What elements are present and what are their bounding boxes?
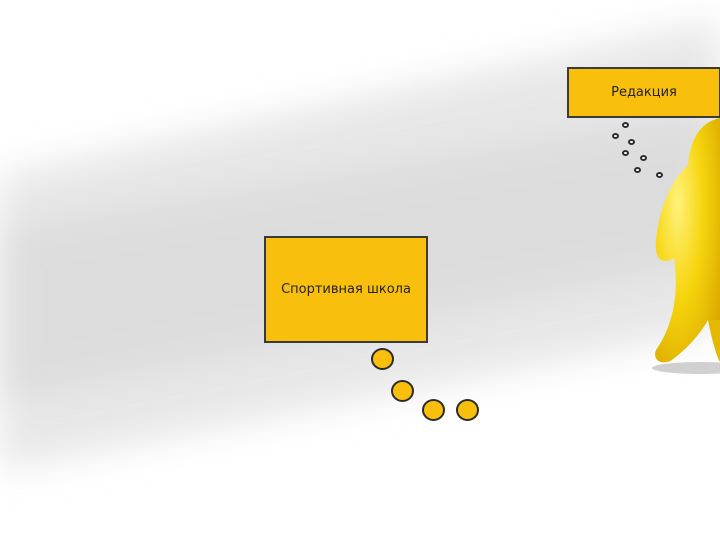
small-thought-dot-6 [634,167,641,173]
thought-bubble-dot-3 [422,399,445,421]
small-thought-dot-4 [622,150,629,156]
sports-school-label: Спортивная школа [281,282,411,297]
small-thought-dot-1 [622,122,629,128]
small-thought-dot-7 [656,172,663,178]
yellow-person-figure [652,118,720,374]
small-thought-dot-5 [640,155,647,161]
editorial-box[interactable]: Редакция [567,67,720,118]
editorial-label: Редакция [611,85,677,100]
small-thought-dot-3 [628,139,635,145]
thought-bubble-dot-2 [391,380,414,402]
sports-school-box[interactable]: Спортивная школа [264,236,428,343]
thought-bubble-dot-1 [371,348,394,370]
small-thought-dot-2 [612,133,619,139]
thought-bubble-dot-4 [456,399,479,421]
